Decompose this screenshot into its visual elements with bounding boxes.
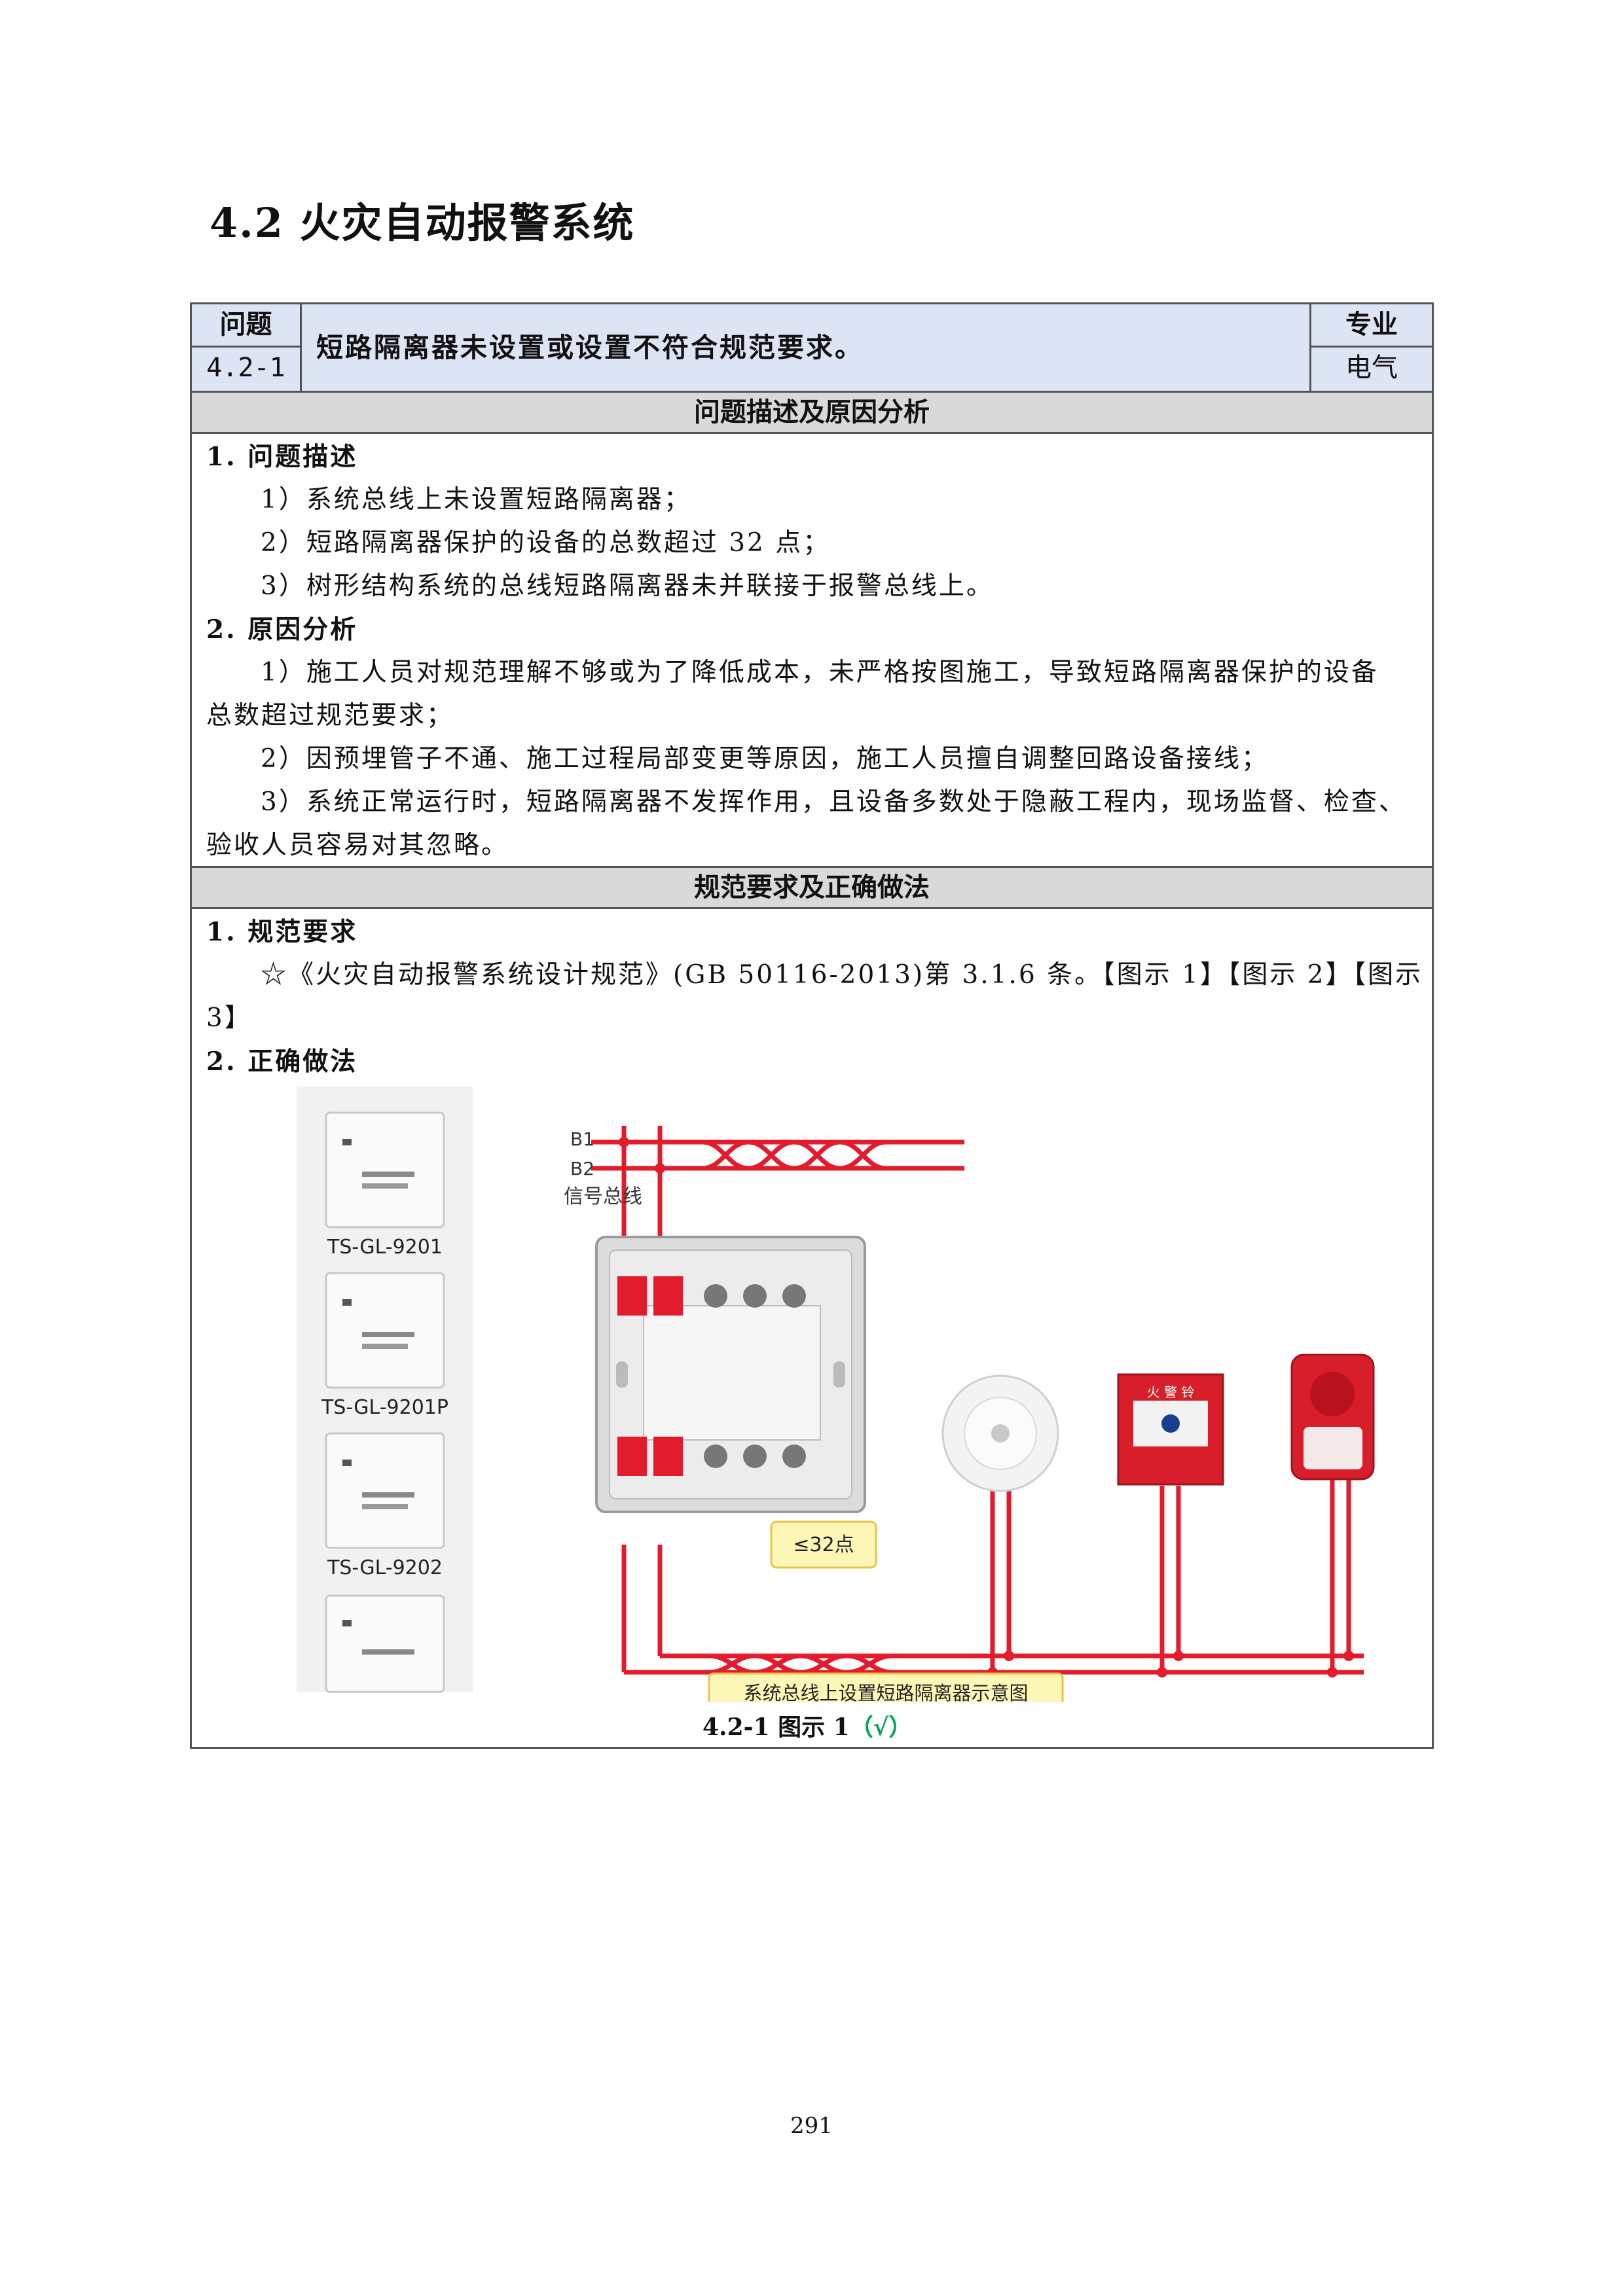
table-header-row: 问题 4.2-1 短路隔离器未设置或设置不符合规范要求。 专业 电气 <box>192 304 1432 391</box>
section-band-requirements: 规范要求及正确做法 <box>192 866 1432 909</box>
bus-label: 信号总线 <box>564 1185 642 1208</box>
svg-text:≤32点: ≤32点 <box>793 1534 854 1556</box>
isolator-wiring-figure: TS-GL-9201 TS-GL-9201P TS-GL-9202 <box>297 1086 1375 1702</box>
cause-line: 3）系统正常运行时，短路隔离器不发挥作用，且设备多数处于隐蔽工程内，现场监督、检… <box>261 787 1406 817</box>
problem-item: 3）树形结构系统的总线短路隔离器未并联接于报警总线上。 <box>261 571 994 601</box>
model-label: TS-GL-9201 <box>327 1236 443 1259</box>
isolator-product <box>325 1432 445 1549</box>
problem-item: 1）系统总线上未设置短路隔离器； <box>261 485 691 514</box>
problem-item: 2）短路隔离器保护的设备的总数超过 32 点； <box>261 528 831 558</box>
question-label: 问题 <box>192 304 302 348</box>
bus-junctions <box>619 1137 1354 1677</box>
svg-text:系统总线上设置短路隔离器示意图: 系统总线上设置短路隔离器示意图 <box>743 1682 1028 1702</box>
question-text: 短路隔离器未设置或设置不符合规范要求。 <box>302 304 1311 391</box>
figure-caption-text: 4.2-1 图示 1 <box>702 1713 850 1741</box>
isolator-product <box>325 1272 445 1389</box>
practice-heading: 2. 正确做法 <box>206 1047 358 1077</box>
isolator-product <box>325 1111 445 1229</box>
cause-line: 2）因预埋管子不通、施工过程局部变更等原因，施工人员擅自调整回路设备接线； <box>261 744 1269 774</box>
bus-b1-label: B1 <box>570 1128 594 1150</box>
model-label: TS-GL-9201P <box>321 1396 448 1419</box>
question-code: 4.2-1 <box>192 348 302 391</box>
requirement-heading: 1. 规范要求 <box>206 917 358 947</box>
model-label: TS-GL-9202 <box>327 1556 443 1579</box>
check-mark: （√） <box>849 1713 913 1741</box>
isolator-base <box>595 1236 866 1513</box>
alarm-sign: 火 警 铃 <box>1147 1384 1195 1400</box>
specialty-label: 专业 <box>1311 304 1432 348</box>
figure-caption: 4.2-1 图示 1（√） <box>702 1708 912 1742</box>
section-band-analysis: 问题描述及原因分析 <box>192 391 1432 434</box>
section-title: 4.2 火灾自动报警系统 <box>210 199 635 247</box>
specialty-value: 电气 <box>1345 353 1398 383</box>
cause-heading: 2. 原因分析 <box>206 615 358 645</box>
issue-table: 问题 4.2-1 短路隔离器未设置或设置不符合规范要求。 专业 电气 问题描述及… <box>190 302 1434 1749</box>
diagram-caption-callout: 系统总线上设置短路隔离器示意图 <box>708 1672 1064 1702</box>
problem-heading: 1. 问题描述 <box>206 442 358 472</box>
alarm-sounder <box>1290 1354 1375 1480</box>
isolator-product <box>325 1594 445 1693</box>
requirement-line: 3】 <box>206 1003 252 1033</box>
cause-line: 验收人员容易对其忽略。 <box>206 831 509 860</box>
cause-line: 总数超过规范要求； <box>206 701 454 730</box>
bus-b2-label: B2 <box>570 1158 594 1179</box>
page-number: 291 <box>790 2113 833 2139</box>
cause-line: 1）施工人员对规范理解不够或为了降低成本，未严格按图施工，导致短路隔离器保护的设… <box>261 658 1379 687</box>
manual-alarm-button: 火 警 铃 <box>1117 1373 1224 1486</box>
limit-callout: ≤32点 <box>770 1520 877 1569</box>
smoke-detector <box>941 1374 1059 1492</box>
requirement-line: ☆《火灾自动报警系统设计规范》(GB 50116-2013)第 3.1.6 条。… <box>261 960 1423 990</box>
